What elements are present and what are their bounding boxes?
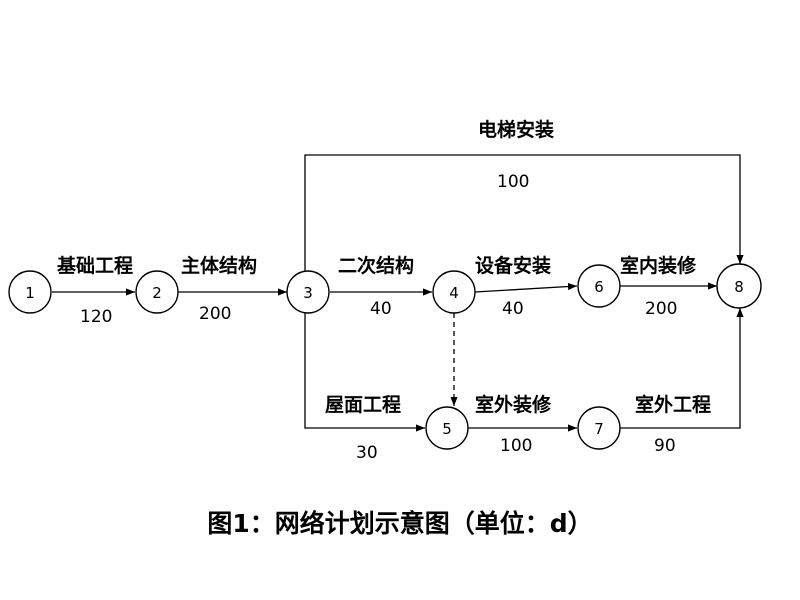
edge-4-6: [474, 282, 578, 293]
node-2: 2: [135, 270, 179, 314]
activity-duration-2-3: 200: [199, 304, 231, 324]
node-5-label: 5: [442, 420, 452, 438]
node-4-label: 4: [449, 284, 459, 302]
nodes: 1 2 3 4 5 6 7 8: [8, 263, 762, 450]
activity-duration-7-8: 90: [654, 436, 676, 456]
node-7-label: 7: [594, 420, 604, 438]
activity-duration-3-4: 40: [370, 299, 392, 319]
node-3: 3: [286, 270, 330, 314]
node-4: 4: [432, 270, 476, 314]
activity-name-7-8: 室外工程: [635, 393, 711, 416]
activity-name-3-5: 屋面工程: [325, 394, 401, 416]
node-8-label: 8: [734, 278, 744, 296]
activity-durations: 120 200 40 40 200 100 30 100 90: [80, 172, 677, 463]
figure-caption: 图1：网络计划示意图（单位：d）: [207, 509, 592, 538]
node-1: 1: [8, 270, 52, 314]
node-1-label: 1: [25, 284, 35, 302]
activity-name-3-8: 电梯安装: [478, 118, 554, 141]
activity-name-2-3: 主体结构: [181, 254, 257, 277]
activity-duration-5-7: 100: [500, 436, 532, 456]
activity-duration-3-8: 100: [497, 172, 529, 192]
activity-duration-3-5: 30: [356, 443, 378, 463]
activity-name-4-6: 设备安装: [475, 254, 551, 277]
node-8: 8: [716, 263, 762, 309]
edge-7-8: [620, 308, 744, 429]
node-2-label: 2: [152, 284, 162, 302]
activity-name-6-8: 室内装修: [620, 254, 697, 277]
node-6: 6: [577, 264, 621, 308]
edge-3-8: [304, 154, 744, 274]
node-3-label: 3: [303, 284, 313, 302]
node-7: 7: [577, 406, 621, 450]
activity-names: 基础工程 主体结构 二次结构 设备安装 室内装修 电梯安装 屋面工程 室外装修 …: [56, 118, 711, 416]
activity-duration-6-8: 200: [645, 299, 677, 319]
activity-name-3-4: 二次结构: [338, 254, 414, 277]
activity-name-5-7: 室外装修: [475, 393, 552, 416]
activity-name-1-2: 基础工程: [56, 254, 133, 277]
node-6-label: 6: [594, 278, 604, 296]
node-5: 5: [425, 406, 469, 450]
edge-3-5: [304, 310, 425, 432]
activity-duration-4-6: 40: [502, 299, 524, 319]
edges: [52, 154, 744, 432]
activity-duration-1-2: 120: [80, 307, 112, 327]
